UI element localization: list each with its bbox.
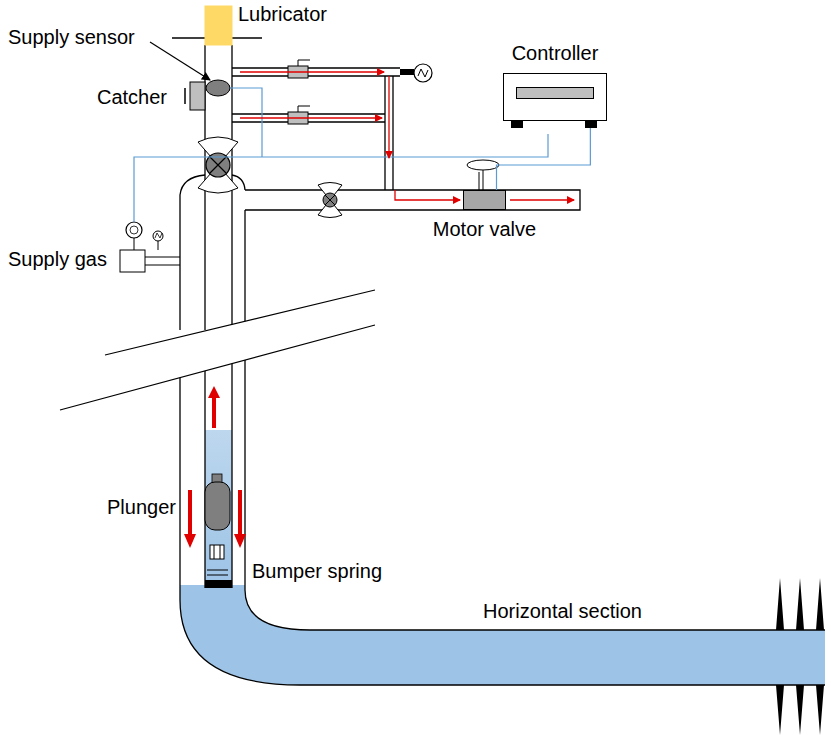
part-label: Supply sensor xyxy=(8,26,135,49)
wire-line xyxy=(497,121,591,190)
controller-box: Controller xyxy=(503,42,607,121)
controller-housing xyxy=(503,73,607,121)
motor-valve-body: Motor valve xyxy=(463,190,506,210)
node-title: Motor valve xyxy=(433,218,536,241)
part-label: Plunger xyxy=(107,496,176,519)
part-label: Lubricator xyxy=(238,3,327,26)
controller-display xyxy=(516,87,594,99)
part-label: Supply gas xyxy=(8,248,107,271)
part-label: Bumper spring xyxy=(252,560,382,583)
node-title: Controller xyxy=(503,42,607,65)
section-label: Horizontal section xyxy=(483,600,642,623)
part-label: Catcher xyxy=(97,86,167,109)
controller-foot xyxy=(511,120,523,128)
signal-wire xyxy=(497,121,591,190)
controller-foot xyxy=(585,120,597,128)
